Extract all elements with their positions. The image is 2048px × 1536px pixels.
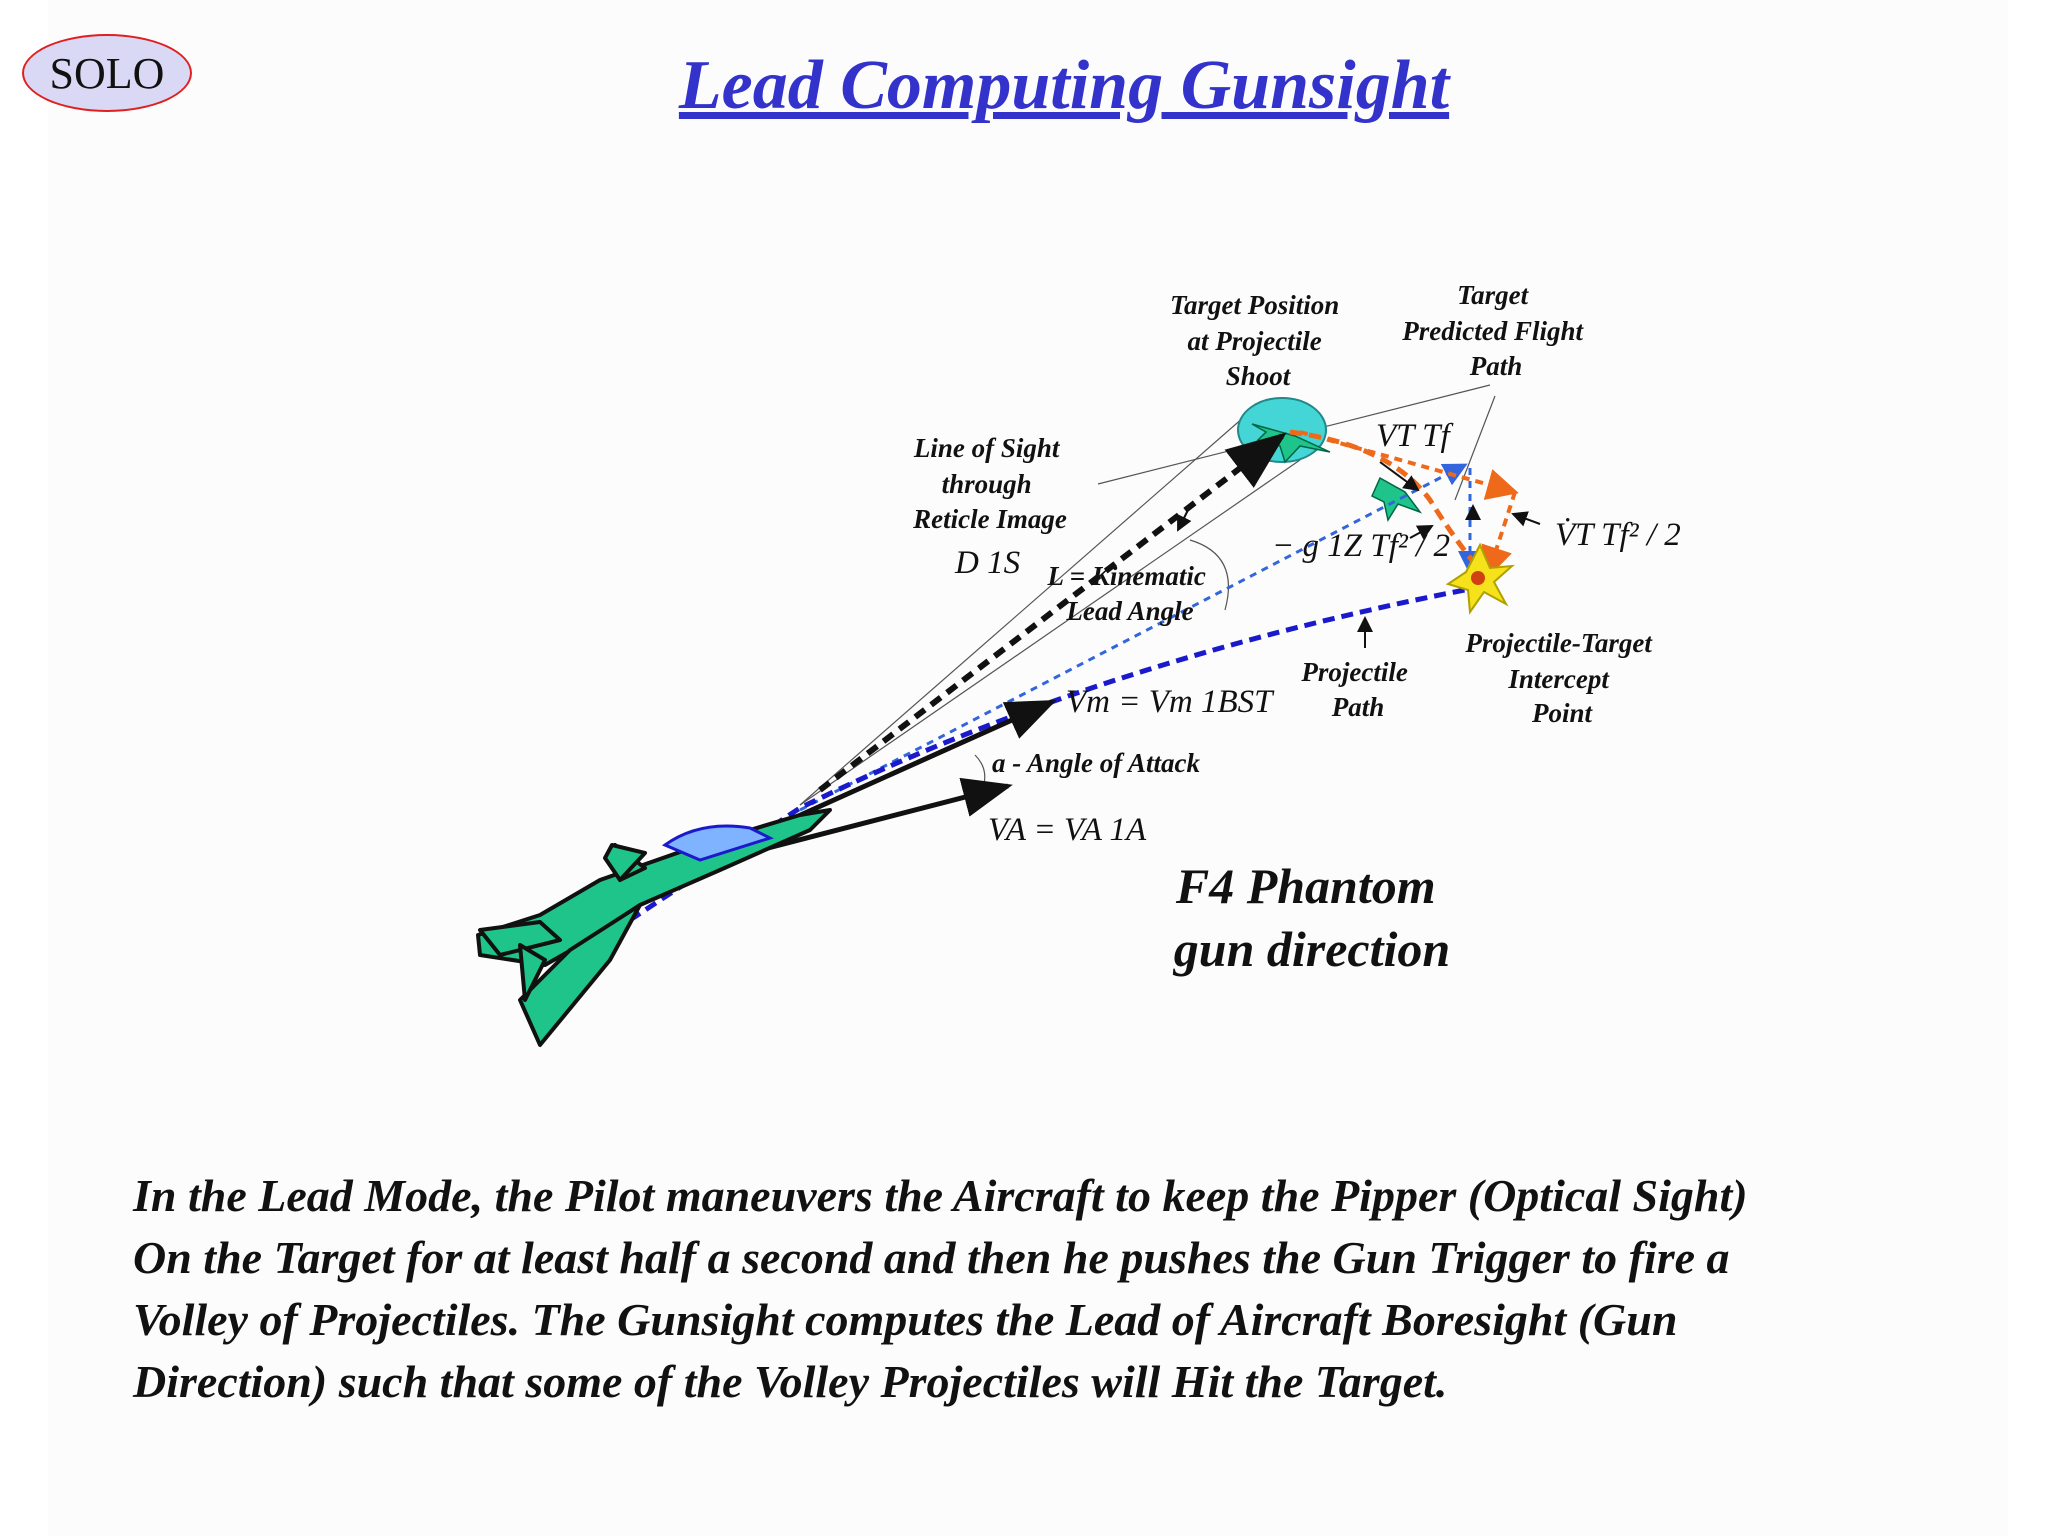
eq-vm: Vm = Vm 1BST	[1066, 684, 1275, 720]
va-vector	[759, 777, 1013, 853]
eq-va: VA = VA 1A	[988, 812, 1147, 848]
pointer-arrows	[1177, 461, 1541, 648]
target-aircraft-icon-2	[1371, 476, 1423, 522]
accel-vector	[1481, 491, 1517, 579]
vt-tf-vector	[1299, 430, 1519, 500]
label-kinematic-lead: L = Kinematic Lead Angle	[1046, 561, 1212, 626]
aoa-arc	[974, 754, 986, 791]
description-paragraph: In the Lead Mode, the Pilot maneuvers th…	[133, 1165, 1993, 1413]
intercept-dot	[1471, 571, 1485, 585]
label-target-predicted: Target Predicted Flight Path	[1401, 280, 1589, 381]
canopy	[661, 824, 774, 862]
fuselage	[476, 808, 832, 967]
eq-gravity-drop: − g 1Z Tf² / 2	[1272, 528, 1450, 564]
tail-top	[603, 843, 647, 882]
f4-phantom-aircraft	[476, 808, 832, 1047]
aircraft-caption: F4 Phantom gun direction	[1173, 858, 1450, 977]
description-line-3: Volley of Projectiles. The Gunsight comp…	[133, 1294, 1678, 1345]
description-line-1: In the Lead Mode, the Pilot maneuvers th…	[133, 1170, 1748, 1221]
slide-title: Lead Computing Gunsight	[678, 47, 1450, 124]
stabilizer	[478, 920, 562, 957]
ventral-fin	[518, 943, 547, 1002]
label-intercept-point: Projectile-Target Intercept Point	[1464, 628, 1658, 728]
label-target-position: Target Position at Projectile Shoot	[1170, 290, 1346, 391]
line-of-sight-arrow	[818, 432, 1287, 793]
label-angle-of-attack: a - Angle of Attack	[992, 748, 1200, 778]
cone-line-lower	[799, 459, 1301, 806]
solo-logo: SOLO	[22, 34, 192, 112]
label-line-of-sight: Line of Sight through Reticle Image	[912, 433, 1067, 534]
lead-angle-arc	[1189, 539, 1229, 611]
vm-vector	[783, 699, 1057, 825]
description-line-4: Direction) such that some of the Volley …	[133, 1356, 1448, 1407]
label-projectile-path: Projectile Path	[1300, 657, 1414, 722]
eq-d-sight: D 1S	[954, 545, 1020, 581]
eq-vt-tf: VT Tf	[1376, 418, 1454, 454]
cone-line-upper	[799, 409, 1253, 806]
construction-lines	[799, 384, 1496, 806]
light-blue-path	[799, 463, 1468, 812]
slide-background	[48, 0, 2008, 1536]
description-line-2: On the Target for at least half a second…	[133, 1232, 1730, 1283]
lower-wing	[518, 903, 642, 1047]
logo-text: SOLO	[49, 48, 165, 98]
predicted-flight-path	[1289, 429, 1482, 572]
eq-accel-term: V̇T Tf² / 2	[1555, 517, 1681, 553]
projectile-path-line	[628, 585, 1476, 923]
